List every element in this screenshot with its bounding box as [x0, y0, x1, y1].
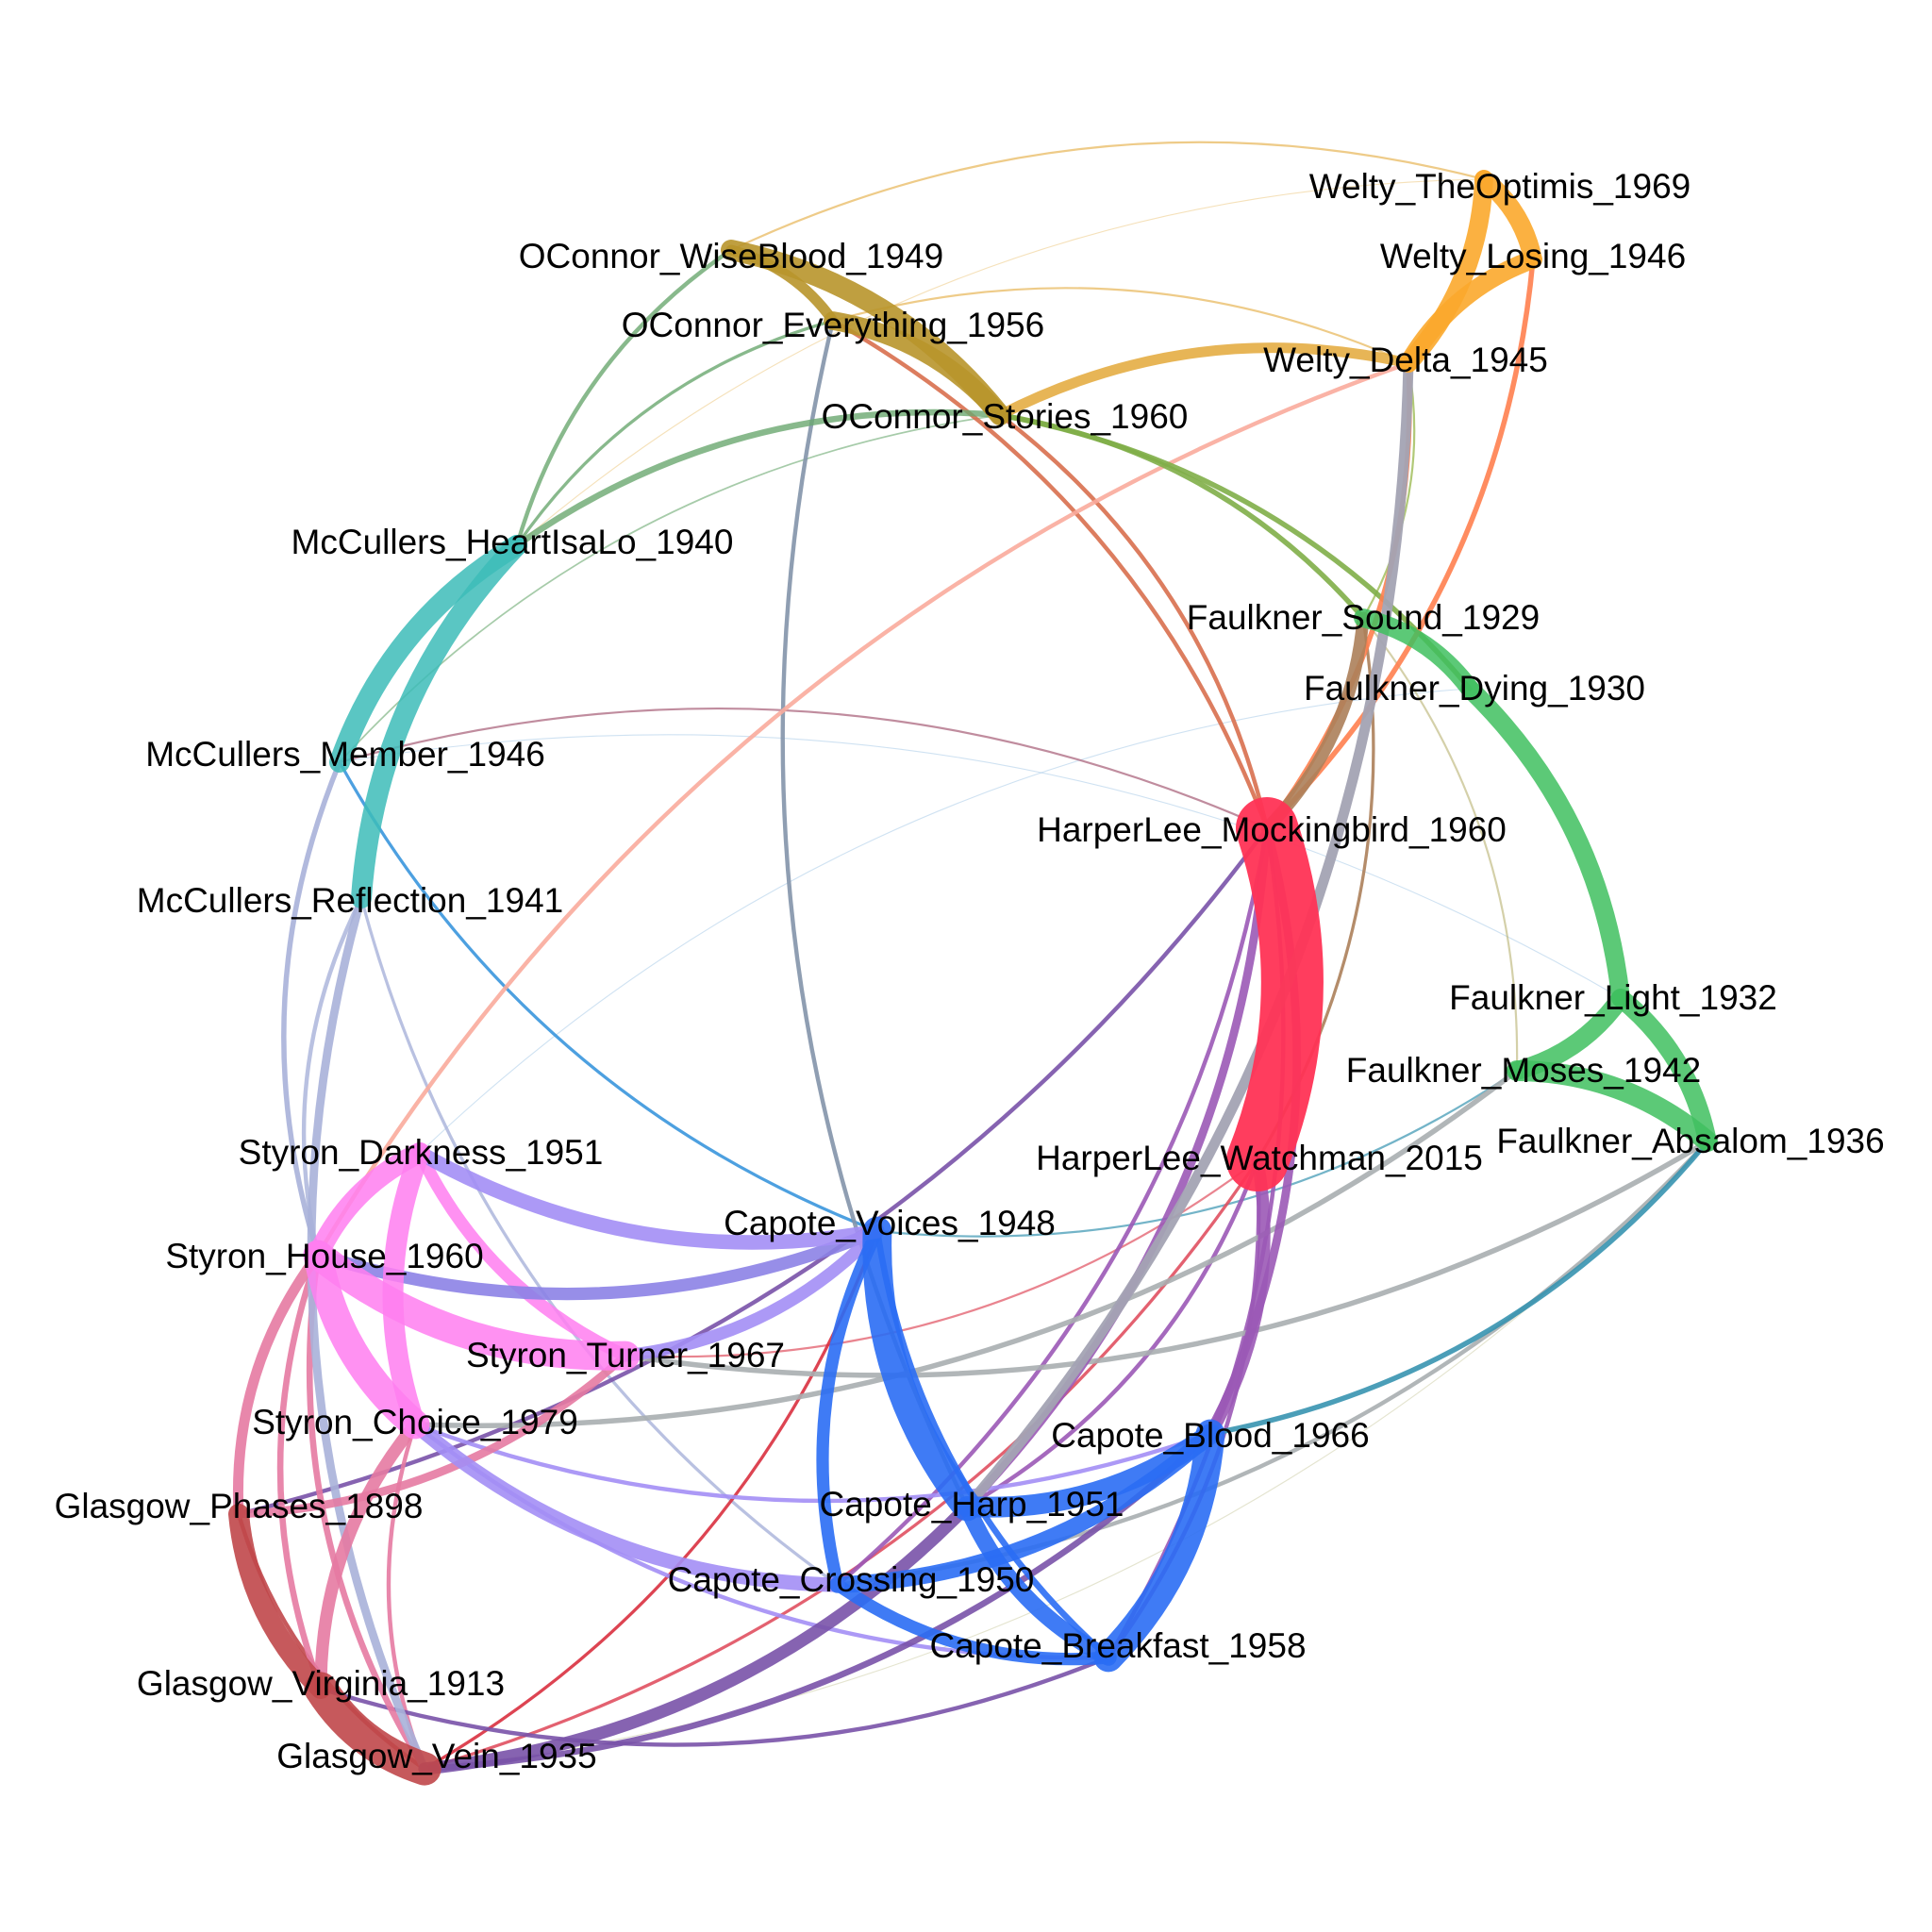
edge-faulk-dying-faulk-light	[1460, 679, 1630, 1008]
edge-cap-voices-cap-harp	[862, 1216, 982, 1522]
edge-faulk-absalom-sty-turner	[623, 1139, 1710, 1378]
edge-sty-turner-glas-phases	[234, 1351, 630, 1519]
node-label-oconnor-every: OConnor_Everything_1956	[622, 306, 1044, 344]
node-label-oconnor-stories: OConnor_Stories_1960	[822, 397, 1189, 436]
edge-sty-choice-glas-virginia	[314, 1418, 422, 1695]
edge-mcc-member-sty-house	[281, 759, 342, 1257]
edge-layer	[228, 141, 1718, 1786]
edge-oconnor-wise-oconnor-stories	[721, 240, 1010, 425]
node-label-oconnor-wise: OConnor_WiseBlood_1949	[519, 237, 943, 275]
edge-faulk-moses-sty-choice	[412, 1068, 1520, 1428]
edge-mcc-heart-oconnor-wise	[514, 247, 734, 548]
edge-cap-harp-cap-blood	[957, 1424, 1221, 1518]
node-label-cap-breakfast: Capote_Breakfast_1958	[929, 1626, 1306, 1665]
edge-cap-crossing-cap-breakfast	[831, 1578, 1115, 1666]
edge-faulk-moses-faulk-absalom	[1507, 1060, 1718, 1152]
node-label-sty-house: Styron_House_1960	[165, 1237, 483, 1275]
node-label-glas-phases: Glasgow_Phases_1898	[55, 1487, 424, 1525]
edge-welty-delta-faulk-sound	[1361, 361, 1416, 620]
node-label-lee-watch: HarperLee_Watchman_2015	[1036, 1139, 1483, 1177]
edge-glas-virginia-glas-vein	[304, 1672, 441, 1786]
edge-faulk-absalom-cap-blood	[1208, 1139, 1710, 1437]
node-label-faulk-light: Faulkner_Light_1932	[1449, 978, 1777, 1017]
edge-welty-losing-lee-mock	[1264, 257, 1536, 831]
label-layer: Welty_TheOptimis_1969Welty_Losing_1946We…	[55, 167, 1885, 1775]
edge-sty-house-glas-virginia	[276, 1251, 325, 1692]
edge-mcc-member-lee-mock	[338, 707, 1269, 830]
edge-welty-delta-sty-house	[315, 360, 1411, 1257]
node-label-welty-losing: Welty_Losing_1946	[1380, 237, 1686, 275]
edge-oconnor-wise-welty-optimist	[729, 141, 1486, 252]
edge-mcc-member-cap-voices	[338, 760, 879, 1233]
edge-mcc-heart-mcc-reflect	[351, 535, 527, 908]
edge-glas-vein-cap-harp	[418, 1500, 974, 1775]
node-label-cap-harp: Capote_Harp_1951	[820, 1485, 1124, 1524]
edge-sty-house-glas-phases	[232, 1249, 324, 1520]
node-label-faulk-dying: Faulkner_Dying_1930	[1304, 669, 1645, 708]
edge-faulk-sound-faulk-moses	[1361, 616, 1519, 1073]
edge-sty-dark-cap-voices	[412, 1145, 885, 1250]
node-label-welty-optimist: Welty_TheOptimis_1969	[1309, 167, 1690, 206]
edge-sty-house-sty-choice	[303, 1240, 430, 1440]
node-label-mcc-member: McCullers_Member_1946	[145, 735, 545, 774]
edge-mcc-member-faulk-light	[339, 734, 1622, 999]
edge-mcc-reflect-glas-vein	[307, 893, 429, 1774]
edge-sty-dark-sty-turner	[413, 1146, 632, 1362]
edge-sty-choice-cap-crossing	[408, 1417, 845, 1592]
edge-faulk-sound-faulk-dying	[1354, 608, 1479, 698]
edge-oconnor-stories-faulk-sound	[997, 412, 1366, 621]
node-label-cap-crossing: Capote_Crossing_1950	[668, 1560, 1035, 1599]
edge-cap-voices-cap-crossing	[816, 1224, 884, 1591]
edge-glas-vein-cap-blood	[421, 1430, 1214, 1773]
node-label-cap-voices: Capote_Voices_1948	[724, 1204, 1056, 1242]
edge-lee-watch-glas-vein	[423, 1158, 1259, 1771]
node-label-glas-virginia: Glasgow_Virginia_1913	[137, 1664, 505, 1703]
edge-glas-virginia-cap-breakfast	[318, 1655, 1111, 1747]
edge-lee-mock-glas-phases	[236, 825, 1270, 1517]
node-label-cap-blood: Capote_Blood_1966	[1051, 1416, 1369, 1455]
edge-sty-house-sty-turner	[303, 1240, 641, 1371]
edge-oconnor-every-lee-mock	[830, 318, 1270, 831]
edge-mcc-reflect-cap-crossing	[359, 896, 840, 1587]
edge-mcc-heart-welty-optimist	[516, 178, 1485, 546]
node-label-faulk-sound: Faulkner_Sound_1929	[1187, 598, 1540, 637]
edge-welty-losing-welty-delta	[1399, 250, 1542, 373]
edge-mcc-heart-oconnor-stories	[513, 408, 1004, 549]
edge-oconnor-stories-lee-mock	[997, 412, 1270, 831]
edge-lee-watch-cap-blood	[1204, 1154, 1271, 1441]
edge-cap-harp-cap-breakfast	[958, 1498, 1117, 1666]
edge-glas-phases-glas-virginia	[228, 1504, 331, 1699]
node-label-mcc-heart: McCullers_HeartIsaLo_1940	[291, 523, 734, 561]
edge-sty-choice-cap-blood	[412, 1422, 1213, 1504]
node-label-glas-vein: Glasgow_Vein_1935	[276, 1737, 596, 1775]
edge-cap-blood-cap-breakfast	[1093, 1419, 1225, 1673]
node-label-mcc-reflect: McCullers_Reflection_1941	[137, 881, 563, 920]
edge-oconnor-stories-welty-delta	[994, 342, 1414, 421]
edge-oconnor-every-welty-delta	[831, 287, 1410, 365]
edge-lee-mock-lee-watch	[1226, 797, 1324, 1191]
node-label-welty-delta: Welty_Delta_1945	[1263, 341, 1548, 379]
edge-mcc-heart-oconnor-every	[515, 319, 835, 547]
node-label-lee-mock: HarperLee_Mockingbird_1960	[1037, 810, 1507, 849]
edge-sty-dark-sty-choice	[382, 1142, 430, 1435]
node-label-sty-choice: Styron_Choice_1979	[252, 1403, 578, 1441]
node-label-faulk-absalom: Faulkner_Absalom_1936	[1496, 1122, 1884, 1160]
edge-lee-watch-cap-harp	[964, 1158, 1260, 1509]
edge-lee-watch-sty-turner	[624, 1158, 1259, 1358]
node-label-sty-dark: Styron_Darkness_1951	[239, 1133, 604, 1172]
edge-faulk-light-faulk-absalom	[1611, 989, 1717, 1151]
edge-sty-turner-cap-voices	[619, 1224, 884, 1362]
edge-lee-watch-cap-breakfast	[1106, 1158, 1261, 1660]
edge-faulk-moses-cap-voices	[875, 1069, 1519, 1238]
node-label-faulk-moses: Faulkner_Moses_1942	[1346, 1051, 1701, 1090]
node-label-sty-turner: Styron_Turner_1967	[466, 1336, 785, 1374]
edge-sty-dark-sty-house	[308, 1142, 430, 1265]
